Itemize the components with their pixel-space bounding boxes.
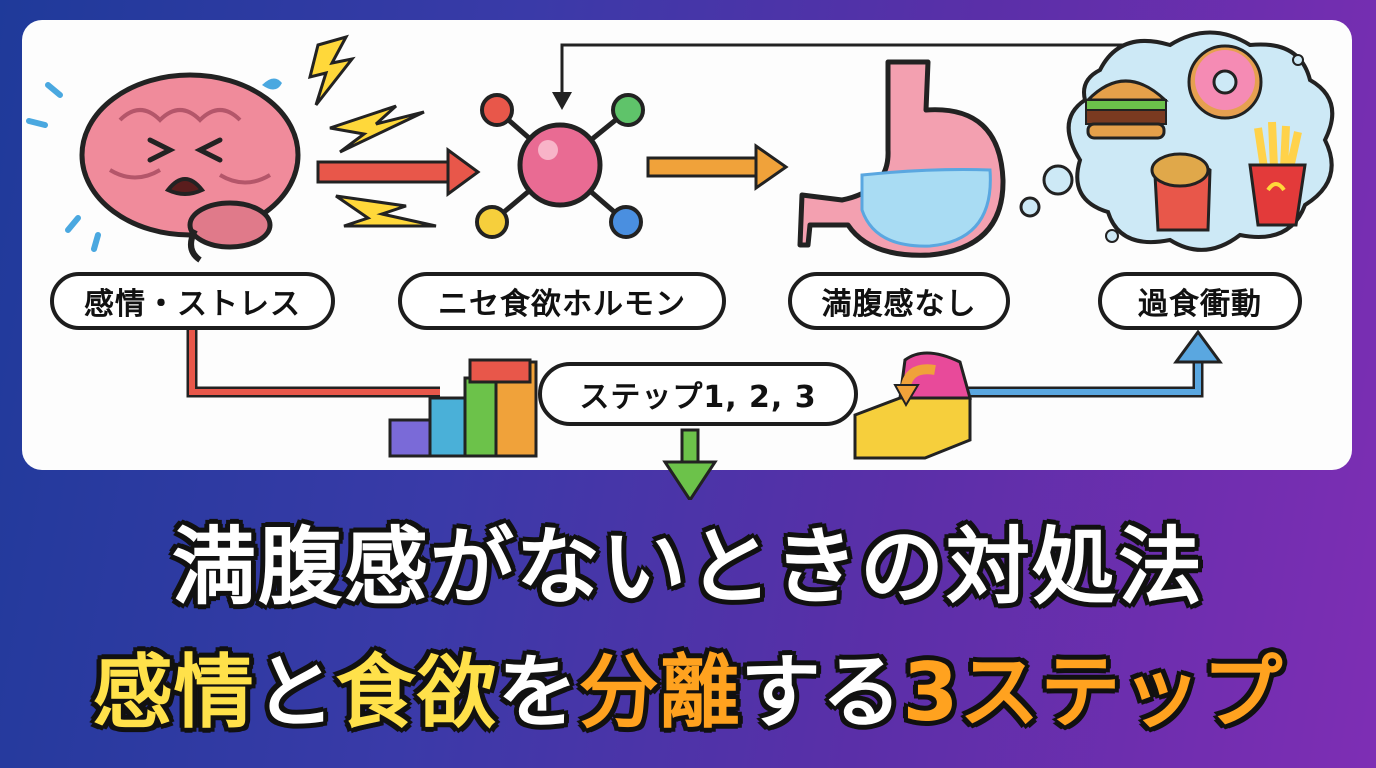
flow-diagram: [26, 30, 1335, 500]
subtitle-to: と: [254, 646, 336, 739]
stairs-blocks-icon: [388, 358, 538, 458]
arrow-to-hormone: [316, 147, 481, 197]
molecule-icon: [475, 93, 645, 239]
turn-arrow-block-icon: [853, 351, 972, 460]
lightning-icon: [307, 34, 437, 228]
subtitle-appetite: 食欲: [335, 646, 498, 739]
label-fake-appetite-hormone: ニセ食欲ホルモン: [398, 272, 726, 330]
main-title: 満腹感がないときの対処法: [171, 518, 1204, 616]
label-emotion-stress: 感情・ストレス: [50, 272, 335, 330]
subtitle-wo: を: [497, 646, 579, 739]
food-thought-cloud-icon: [1019, 30, 1335, 252]
label-steps: ステップ1, 2, 3: [538, 362, 858, 426]
label-overeating-urge: 過食衝動: [1098, 272, 1302, 330]
subtitle-three-steps: 3ステップ: [902, 646, 1284, 739]
arrow-to-stomach: [646, 143, 789, 191]
brain-icon: [26, 72, 301, 263]
stomach-icon: [797, 59, 1006, 258]
down-arrow-icon: [662, 428, 718, 500]
label-no-fullness: 満腹感なし: [788, 272, 1010, 330]
subtitle-suru: する: [740, 646, 903, 739]
subtitle: 感情と食欲を分離する3ステップ: [0, 628, 1376, 744]
subtitle-emotion: 感情: [92, 646, 255, 739]
lower-flow-lines: [186, 328, 1223, 398]
subtitle-separate: 分離: [578, 646, 741, 739]
